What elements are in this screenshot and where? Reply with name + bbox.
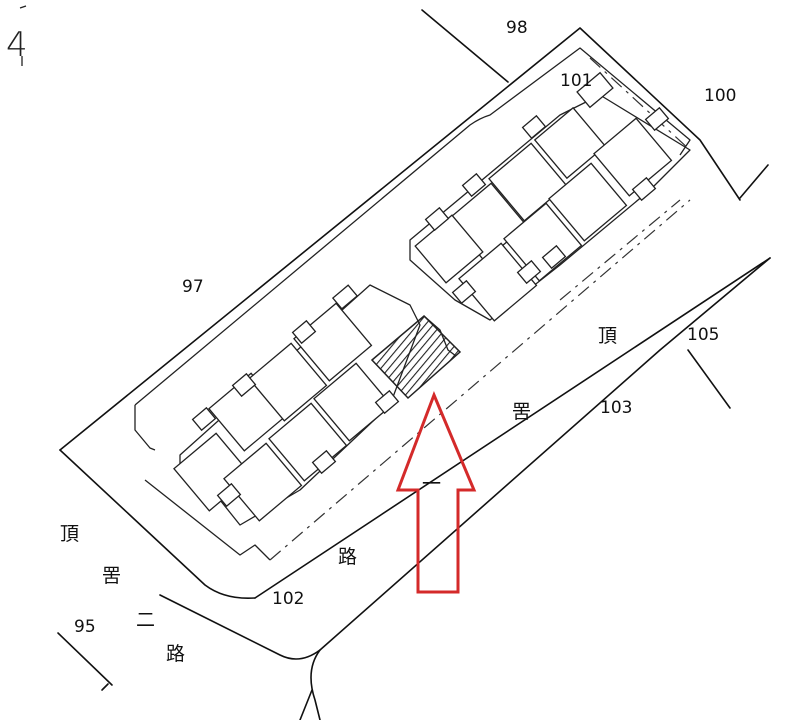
road-east-char-3: 一: [422, 473, 441, 495]
road-name-west: 頂 罟 二 路: [60, 523, 185, 665]
building-block-north: [409, 71, 691, 322]
parcel-number-97: 97: [182, 277, 204, 297]
parcel-number-98: 98: [506, 18, 528, 38]
parcel-number-101: 101: [560, 71, 592, 91]
parcel-number-103: 103: [600, 398, 632, 418]
red-arrow-indicator: [395, 390, 477, 594]
road-east-char-2: 罟: [512, 401, 531, 423]
north-indicator: 4: [6, 5, 28, 66]
parcel-number-102: 102: [272, 589, 304, 609]
parcel-number-95: 95: [74, 617, 96, 637]
road-east-char-4: 路: [338, 546, 357, 568]
road-west-char-2: 罟: [102, 565, 121, 587]
road-edges: [159, 257, 771, 720]
site-outline: [134, 47, 691, 561]
road-name-east: 頂 罟 一 路: [338, 325, 617, 568]
road-west-char-1: 頂: [60, 523, 79, 545]
parcel-number-100: 100: [704, 86, 736, 106]
north-numeral: 4: [6, 25, 28, 65]
parcel-numbers: 98 101 100 97 105 103 102 95: [74, 18, 736, 637]
building-block-south: [173, 284, 421, 526]
lot-boundary: [59, 27, 771, 600]
parcel-boundaries: [57, 9, 769, 691]
road-west-char-3: 二: [136, 609, 155, 631]
road-east-char-1: 頂: [598, 325, 617, 347]
parcel-number-105: 105: [687, 325, 719, 345]
hatched-target-building: [370, 314, 462, 400]
road-west-char-4: 路: [166, 643, 185, 665]
